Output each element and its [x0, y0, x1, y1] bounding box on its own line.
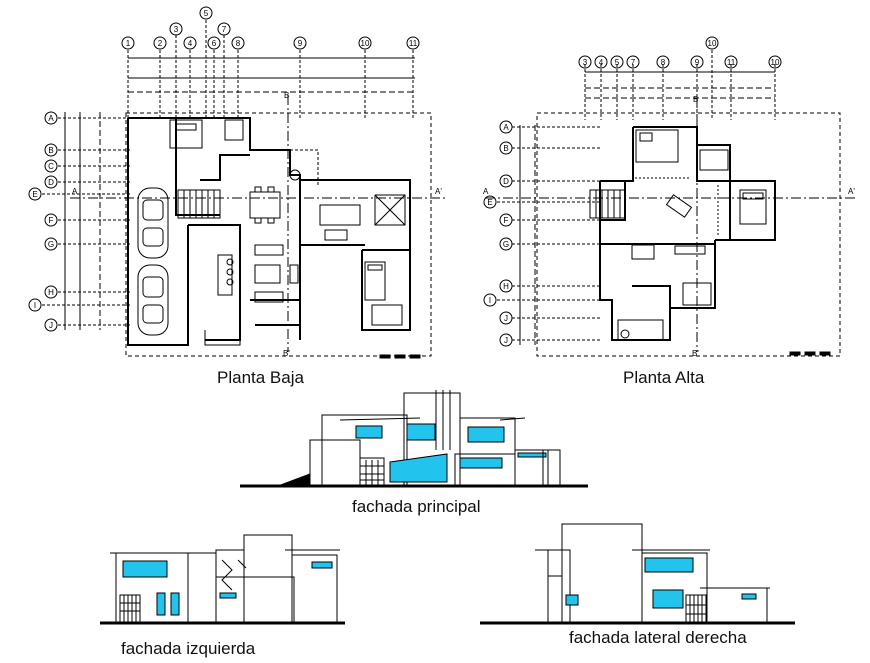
grid-label: 10 — [708, 39, 717, 48]
upper-row-axes: A B D E F G H I J J — [483, 120, 513, 347]
caption-fachada-izquierda: fachada izquierda — [121, 639, 256, 658]
grid-label: F — [504, 216, 509, 225]
grid-label: H — [503, 282, 509, 291]
ground-furniture — [169, 119, 406, 326]
grid-label: A — [503, 123, 509, 132]
caption-planta-alta: Planta Alta — [623, 368, 705, 387]
ground-stair — [177, 189, 221, 219]
section-mark-b-prime: B' — [283, 349, 290, 358]
grid-label: I — [34, 301, 36, 310]
grid-label: 7 — [222, 25, 227, 34]
left-facade-elevation — [100, 534, 345, 625]
grid-label: 4 — [599, 58, 604, 67]
grid-label: 8 — [236, 39, 241, 48]
grid-label: G — [503, 240, 509, 249]
grid-label: E — [487, 198, 492, 207]
upper-lot-boundary — [536, 112, 841, 357]
grid-label: 9 — [298, 39, 303, 48]
grid-label: 3 — [583, 58, 588, 67]
front-facade-elevation — [240, 390, 588, 488]
grid-label: 10 — [361, 39, 370, 48]
section-mark-a-prime: A' — [435, 187, 442, 196]
grid-label: 1 — [126, 39, 131, 48]
caption-fachada-lateral-derecha: fachada lateral derecha — [569, 628, 747, 647]
grid-label: 7 — [631, 58, 636, 67]
grid-label: E — [32, 190, 37, 199]
grid-label: B — [503, 144, 508, 153]
grid-label: 5 — [615, 58, 620, 67]
grid-label: 6 — [212, 39, 217, 48]
grid-label: 11 — [409, 39, 418, 48]
upper-furniture — [617, 129, 767, 341]
upper-column-axes: 3 4 5 7 8 9 10 11 10 — [578, 36, 782, 69]
grid-label: 8 — [661, 58, 666, 67]
grid-label: 3 — [174, 25, 179, 34]
ground-floor-plan: 1 2 3 4 5 6 7 8 9 10 11 A B C D E F G H … — [28, 6, 445, 359]
caption-planta-baja: Planta Baja — [217, 368, 304, 387]
garage-cars — [137, 187, 169, 336]
grid-label: I — [489, 296, 491, 305]
grid-label: D — [48, 178, 54, 187]
lot-boundary — [125, 112, 432, 357]
right-facade-elevation — [480, 523, 795, 625]
upper-floor-walls — [599, 126, 776, 341]
grid-label: 9 — [695, 58, 700, 67]
entrance-path — [204, 330, 241, 346]
grid-label: J — [504, 336, 508, 345]
grid-label: J — [504, 314, 508, 323]
grid-label: G — [48, 240, 54, 249]
caption-fachada-principal: fachada principal — [352, 497, 481, 516]
grid-label: 10 — [771, 58, 780, 67]
grid-label: A — [48, 114, 54, 123]
grid-label: B — [48, 146, 53, 155]
grid-label: 2 — [158, 39, 163, 48]
grid-label: 11 — [727, 58, 736, 67]
section-mark-a: A — [72, 187, 78, 196]
upper-floor-plan: 3 4 5 7 8 9 10 11 10 A B D E F G H I J J… — [483, 36, 855, 358]
ground-column-axes: 1 2 3 4 5 6 7 8 9 10 11 — [121, 6, 420, 50]
ground-row-axes: A B C D E F G H I J — [28, 111, 58, 332]
grid-label: 5 — [204, 9, 209, 18]
upper-section-mark-a-prime: A' — [848, 187, 855, 196]
grid-label: C — [48, 162, 54, 171]
section-mark-b: B — [284, 91, 289, 100]
ground-floor-walls — [127, 117, 411, 346]
grid-label: F — [49, 216, 54, 225]
grid-label: H — [48, 288, 54, 297]
grid-label: J — [49, 321, 53, 330]
grid-label: D — [503, 177, 509, 186]
upper-section-mark-b-prime: B' — [692, 349, 699, 358]
upper-section-mark-a: A — [483, 187, 489, 196]
upper-stair — [589, 189, 626, 219]
upper-section-mark-b: B — [693, 95, 698, 104]
grid-label: 4 — [188, 39, 193, 48]
